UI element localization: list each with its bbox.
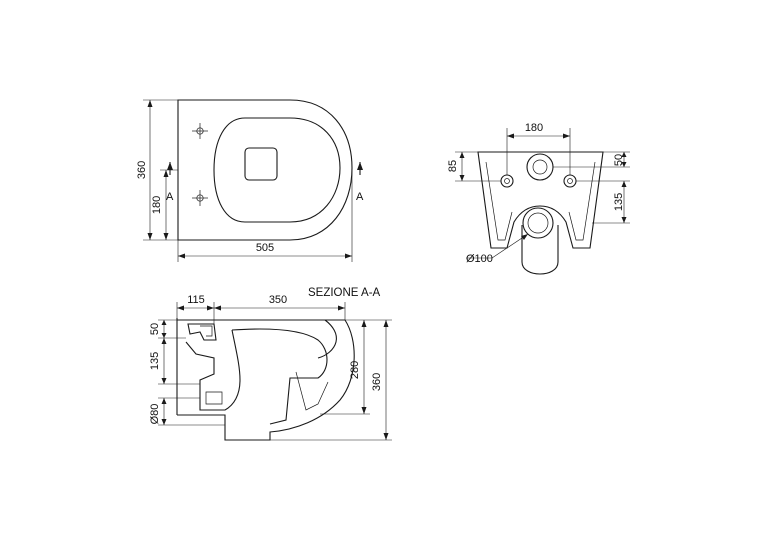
section-dim-diameter: Ø80 [149, 404, 161, 425]
rear-view-dim-50: 50 [613, 154, 625, 166]
section-dim-135: 135 [149, 352, 161, 370]
rear-view-dim-135: 135 [613, 193, 625, 211]
section-view: SEZIONE A-A 115 350 [149, 287, 392, 441]
section-rim [317, 319, 337, 359]
top-view-outline [177, 99, 353, 241]
rear-view-inner-right [568, 161, 596, 241]
top-view-dim-180: 180 [151, 196, 163, 214]
section-title: SEZIONE A-A [308, 287, 381, 299]
top-view-flush-square [244, 147, 278, 181]
section-trap-inner [205, 391, 223, 405]
rear-view-fixing-hole-right [563, 174, 577, 188]
rear-view-dim-85: 85 [447, 160, 459, 172]
top-view-dim-505: 505 [256, 242, 274, 254]
section-rib [295, 371, 329, 411]
top-view: 360 180 A A 505 [136, 99, 364, 262]
top-view-seat-opening [213, 117, 341, 223]
rear-view-fixing-hole-left [500, 174, 514, 188]
rear-view-dim-180: 180 [525, 122, 543, 134]
section-trap [185, 329, 241, 411]
section-dim-50: 50 [149, 323, 161, 335]
top-view-section-mark-right: A [356, 191, 364, 203]
rear-view-dim-diameter: Ø100 [466, 253, 493, 265]
rear-view-waste-inner [532, 159, 548, 175]
section-dim-115: 115 [187, 294, 205, 306]
section-dim-360: 360 [371, 373, 383, 391]
rear-view: 180 85 50 135 Ø100 [447, 122, 630, 275]
rear-view-outlet-inner [527, 212, 549, 234]
rear-view-outlet-tube [521, 225, 559, 275]
top-view-fixing-hole-upper [192, 123, 208, 139]
top-view-dim-360: 360 [136, 161, 148, 179]
section-inlet-inner [200, 325, 213, 337]
section-dim-350: 350 [269, 294, 287, 306]
section-dim-280: 280 [349, 361, 361, 379]
section-outer-profile [177, 319, 355, 441]
rear-view-outlet-outer [522, 207, 554, 239]
section-inner-bowl [231, 328, 328, 425]
top-view-section-mark-left: A [166, 191, 174, 203]
top-view-fixing-hole-lower [192, 190, 208, 206]
rear-view-outline [477, 151, 604, 249]
rear-view-waste-outer [526, 153, 554, 181]
rear-view-inner-left [485, 161, 513, 241]
